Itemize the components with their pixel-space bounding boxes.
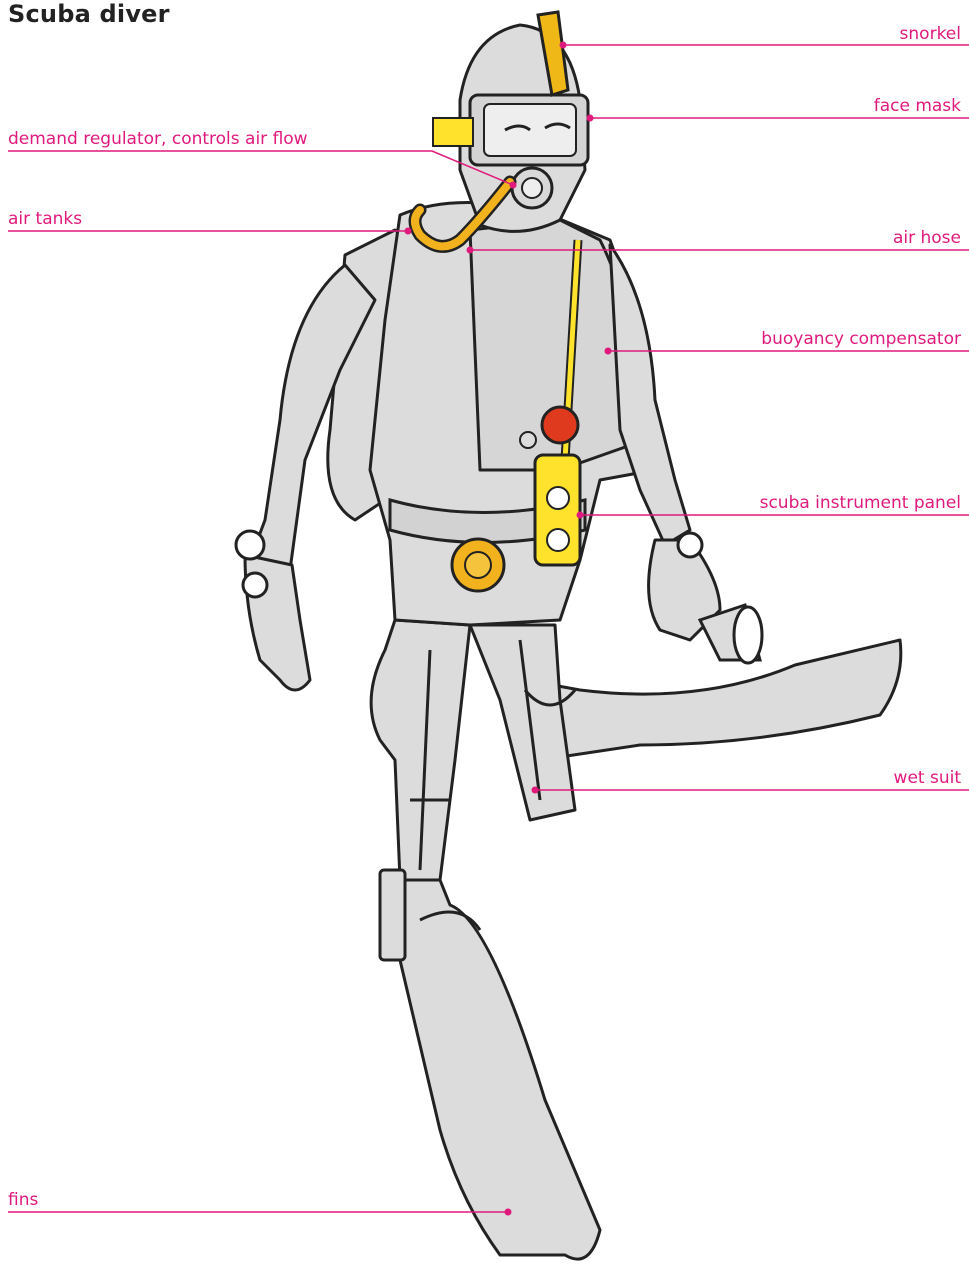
label-demand-regulator: demand regulator, controls air flow [8, 129, 308, 149]
label-wet-suit: wet suit [894, 768, 961, 788]
label-snorkel: snorkel [900, 24, 961, 44]
label-instrument-panel: scuba instrument panel [760, 493, 961, 513]
mask-strap-buckle [433, 118, 473, 146]
label-air-hose: air hose [893, 228, 961, 248]
left-fin [398, 880, 600, 1259]
label-face-mask: face mask [874, 96, 961, 116]
dive-knife [380, 870, 405, 960]
label-air-tanks: air tanks [8, 209, 82, 229]
inflator-valve [542, 407, 578, 443]
wrist-gauge-left [236, 531, 264, 559]
right-fin [525, 640, 901, 760]
label-fins: fins [8, 1190, 38, 1210]
label-buoyancy-compensator: buoyancy compensator [761, 329, 961, 349]
right-arm [610, 245, 690, 545]
wrist-gauge-right [678, 533, 702, 557]
